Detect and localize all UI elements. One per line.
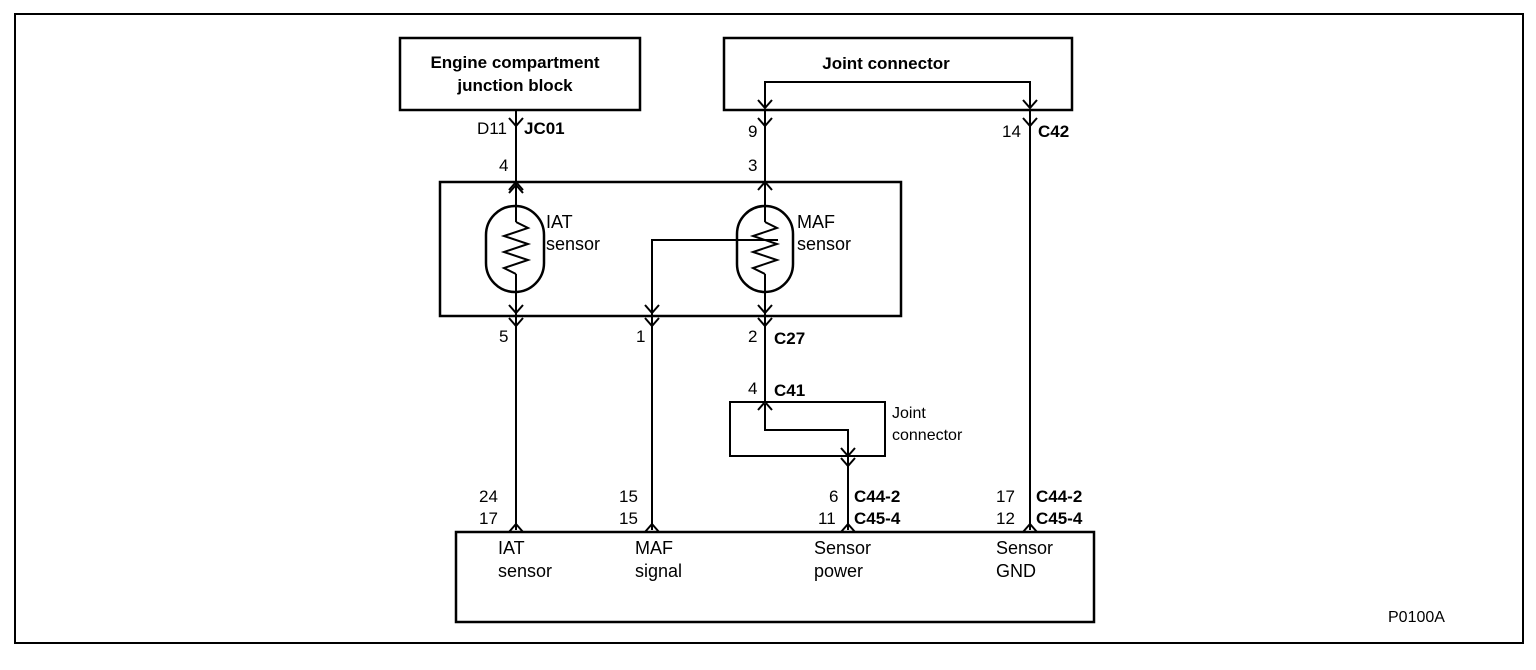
ecm-maf-pin2: 15 bbox=[619, 509, 638, 528]
housing-pin-maf-top: 3 bbox=[748, 156, 757, 175]
joint-connector-mid bbox=[729, 400, 886, 468]
joint-top-pin-right: 14 bbox=[1002, 122, 1021, 141]
ecm-iat-pin1: 24 bbox=[479, 487, 498, 506]
sensor-housing bbox=[438, 180, 903, 318]
maf-sensor-symbol bbox=[644, 182, 795, 316]
junction-block-line1: Engine compartment bbox=[430, 53, 599, 72]
ecm-iat-line1: IAT bbox=[498, 538, 525, 558]
junction-block-pin: D11 bbox=[477, 119, 507, 138]
iat-sensor-line2: sensor bbox=[546, 234, 600, 254]
ecm-gnd-pin1: 17 bbox=[996, 487, 1015, 506]
ecm-power-conn2: C45-4 bbox=[854, 509, 901, 528]
ecm-iat-line2: sensor bbox=[498, 561, 552, 581]
ecm-power-pin2: 11 bbox=[818, 509, 836, 528]
joint-mid-connector: C41 bbox=[774, 381, 805, 400]
ecm-maf-line1: MAF bbox=[635, 538, 673, 558]
joint-connector-top: Joint connector bbox=[722, 36, 1074, 112]
iat-sensor-symbol bbox=[484, 182, 546, 316]
joint-mid-line1: Joint bbox=[892, 405, 926, 422]
junction-block-connector: JC01 bbox=[524, 119, 565, 138]
ecm-power-line2: power bbox=[814, 561, 863, 581]
ecm-power-pin1: 6 bbox=[829, 487, 838, 506]
ecm-iat-pin2: 17 bbox=[479, 509, 498, 528]
housing-pin-iat-top: 4 bbox=[499, 156, 508, 175]
ecm-power-conn1: C44-2 bbox=[854, 487, 900, 506]
joint-connector-top-label: Joint connector bbox=[822, 54, 950, 73]
ecm-gnd-conn2: C45-4 bbox=[1036, 509, 1083, 528]
junction-block-line2: junction block bbox=[456, 76, 573, 95]
housing-pin-maf-bottom: 2 bbox=[748, 327, 757, 346]
ecm-gnd-line1: Sensor bbox=[996, 538, 1053, 558]
ecm-maf-line2: signal bbox=[635, 561, 682, 581]
figure-id: P0100A bbox=[1388, 609, 1445, 626]
housing-connector: C27 bbox=[774, 329, 805, 348]
ecm-power-line1: Sensor bbox=[814, 538, 871, 558]
ecm-gnd-conn1: C44-2 bbox=[1036, 487, 1082, 506]
junction-block: Engine compartment junction block bbox=[398, 36, 642, 112]
maf-sensor-line1: MAF bbox=[797, 212, 835, 232]
joint-mid-pin: 4 bbox=[748, 379, 757, 398]
ecm-box bbox=[454, 530, 1096, 624]
ecm-gnd-pin2: 12 bbox=[996, 509, 1015, 528]
joint-top-pin-left: 9 bbox=[748, 122, 757, 141]
joint-mid-line2: connector bbox=[892, 427, 963, 444]
maf-sensor-line2: sensor bbox=[797, 234, 851, 254]
iat-sensor-line1: IAT bbox=[546, 212, 573, 232]
housing-pin-iat-bottom: 5 bbox=[499, 327, 508, 346]
ecm-gnd-line2: GND bbox=[996, 561, 1036, 581]
housing-pin-signal-bottom: 1 bbox=[636, 327, 645, 346]
ecm-maf-pin1: 15 bbox=[619, 487, 638, 506]
outer-frame bbox=[14, 13, 1524, 644]
joint-top-connector: C42 bbox=[1038, 122, 1069, 141]
